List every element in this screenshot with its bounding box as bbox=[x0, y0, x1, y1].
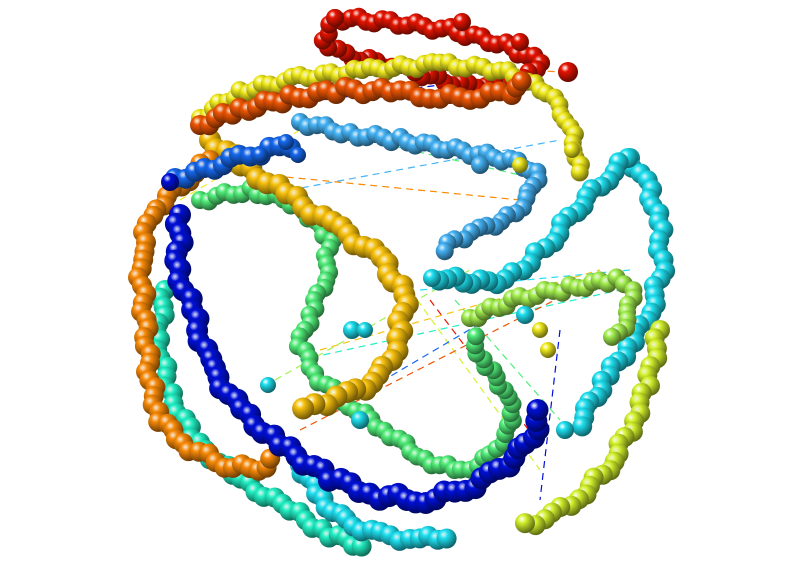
bead bbox=[161, 173, 179, 191]
bead bbox=[252, 147, 268, 163]
bead bbox=[292, 397, 315, 420]
bead bbox=[343, 321, 361, 339]
bead bbox=[290, 147, 306, 163]
hydrogen-bond bbox=[349, 299, 521, 401]
bead bbox=[471, 156, 489, 174]
hydrogen-bond bbox=[299, 289, 621, 361]
bead bbox=[540, 342, 556, 358]
bead bbox=[511, 33, 529, 51]
bead bbox=[278, 134, 294, 150]
bead bbox=[603, 327, 621, 346]
hydrogen-bond bbox=[539, 329, 561, 501]
bead bbox=[526, 399, 549, 421]
bead bbox=[435, 242, 454, 261]
bead bbox=[260, 377, 276, 393]
bead bbox=[436, 528, 457, 549]
bead bbox=[326, 9, 344, 27]
bead-layer bbox=[128, 7, 676, 557]
bead bbox=[357, 322, 373, 338]
bead bbox=[515, 513, 535, 534]
bead bbox=[572, 416, 593, 437]
bead bbox=[453, 13, 471, 31]
hydrogen-bond bbox=[289, 139, 561, 191]
bead bbox=[423, 269, 441, 287]
bead bbox=[532, 322, 548, 338]
hydrogen-bond bbox=[429, 299, 541, 446]
bead bbox=[512, 157, 528, 173]
bead bbox=[351, 536, 372, 557]
bead bbox=[516, 306, 534, 324]
bead bbox=[558, 62, 578, 82]
bead bbox=[564, 142, 580, 158]
bead bbox=[351, 411, 369, 429]
bead bbox=[466, 327, 485, 346]
bead bbox=[570, 163, 589, 182]
bead bbox=[511, 71, 532, 92]
bead bbox=[556, 421, 574, 439]
